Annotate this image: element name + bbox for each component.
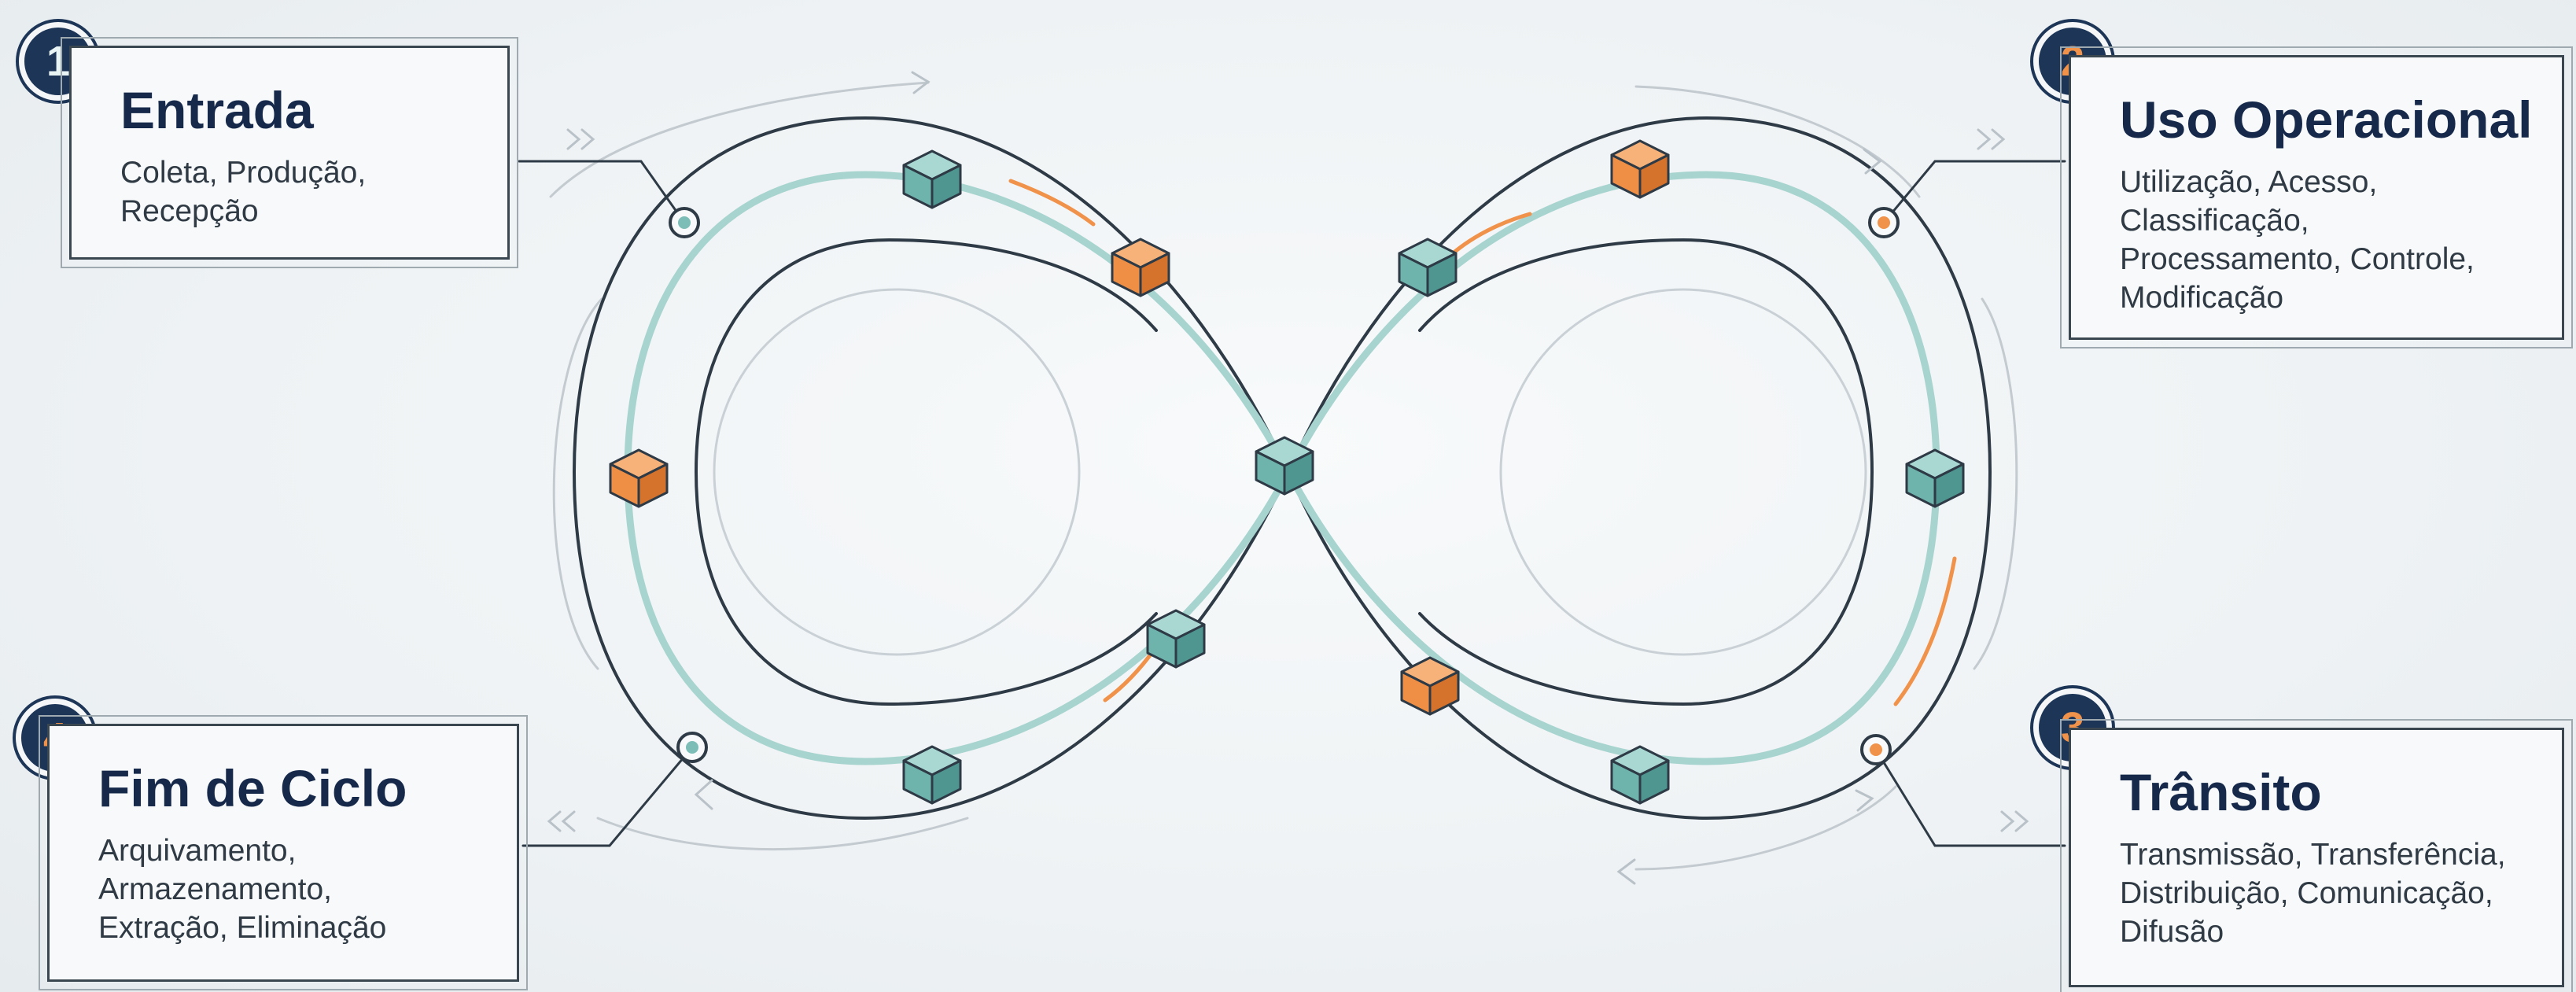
stage-description-line: Utilização, Acesso, — [2120, 163, 2538, 201]
double-chevron-icon — [2002, 812, 2027, 831]
connector-fim — [523, 747, 692, 846]
stage-card-transito: Trânsito Transmissão, Transferência, Dis… — [2069, 728, 2564, 987]
inner-lobe-left — [696, 240, 1156, 704]
stage-description-line: Transmissão, Transferência, — [2120, 835, 2538, 874]
double-chevron-icon — [568, 130, 593, 149]
stage-description-line: Distribuição, Comunicação, — [2120, 874, 2538, 913]
ring-node-dot — [1870, 743, 1882, 756]
stage-description-line: Recepção — [120, 192, 484, 230]
double-chevron-icon — [1978, 130, 2003, 149]
cube-icon — [1612, 141, 1668, 197]
cube-icon — [1907, 450, 1963, 507]
stage-description-line: Difusão — [2120, 913, 2538, 951]
outer-arc-top-left — [551, 83, 928, 197]
stage-card-fim-de-ciclo: Fim de Ciclo Arquivamento, Armazenamento… — [47, 724, 519, 982]
ring-node-dot — [1878, 216, 1890, 229]
stage-description-line: Arquivamento, — [98, 832, 493, 870]
connector-entrada — [519, 161, 684, 223]
outer-arc-right — [1974, 299, 2017, 669]
stage-title: Entrada — [120, 84, 484, 136]
connector-transito — [1876, 750, 2065, 846]
double-chevron-icon — [549, 812, 574, 831]
ring-node-dot — [678, 216, 691, 229]
inner-ring-right — [1501, 289, 1866, 655]
stage-description-line: Extração, Eliminação — [98, 909, 493, 947]
stage-title: Trânsito — [2120, 766, 2538, 818]
cube-icon — [610, 450, 667, 507]
ring-node-dot — [686, 741, 698, 754]
chevron-arrow-icon — [1619, 860, 1634, 883]
outer-arc-left — [554, 299, 602, 669]
stage-description-line: Armazenamento, — [98, 870, 493, 909]
stage-description-line: Processamento, Controle, — [2120, 240, 2538, 278]
orange-accent-2 — [1446, 214, 1530, 260]
cube-icon — [1399, 239, 1456, 296]
stage-card-entrada: Entrada Coleta, Produção, Recepção — [69, 46, 510, 260]
outer-arc-top-right — [1636, 87, 1919, 197]
stage-title: Uso Operacional — [2120, 94, 2538, 146]
inner-lobe-right — [1420, 240, 1872, 704]
chevron-arrow-icon — [696, 780, 712, 809]
inner-ring-left — [714, 289, 1079, 655]
cube-icon — [904, 151, 960, 208]
cube-icon — [1148, 610, 1204, 667]
stage-title: Fim de Ciclo — [98, 762, 493, 814]
outer-arc-bottom-left — [598, 818, 967, 850]
cube-markers — [610, 141, 1963, 803]
stage-description-line: Coleta, Produção, — [120, 153, 484, 192]
stage-description-line: Modificação — [2120, 278, 2538, 317]
connector-uso — [1884, 161, 2065, 223]
outer-arc-bottom-right — [1636, 787, 1896, 869]
cube-icon — [1112, 239, 1169, 296]
stage-description-line: Classificação, — [2120, 201, 2538, 240]
stage-card-uso-operacional: Uso Operacional Utilização, Acesso, Clas… — [2069, 55, 2564, 340]
orange-accent-1 — [1011, 181, 1093, 224]
